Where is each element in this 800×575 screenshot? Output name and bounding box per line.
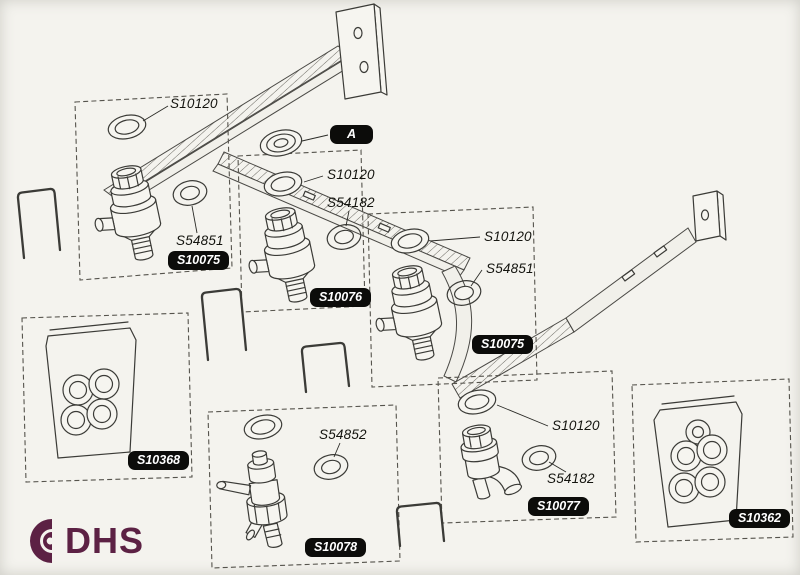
label-valve1-washer: S54851	[176, 233, 224, 248]
kit-box-valve5	[437, 370, 617, 524]
label-valve3-ring: S10120	[484, 229, 532, 244]
mounting-rail-right	[441, 227, 697, 399]
part-badge-valve2: S10076	[310, 288, 372, 308]
part-badge-valve4: S10078	[305, 538, 367, 558]
kit-box-bag-right	[631, 378, 794, 543]
kit-box-valve1	[74, 93, 233, 281]
label-valve3-washer: S54851	[486, 261, 534, 276]
part-badge-valve5: S10077	[528, 497, 590, 517]
label-valve2-washer: S54182	[327, 195, 375, 210]
label-valve2-ring: S10120	[327, 167, 375, 182]
part-badge-valve3: S10075	[472, 335, 534, 355]
washer-bag-left	[45, 321, 137, 459]
kit-box-bag-left	[21, 312, 193, 483]
dhs-logo-mark	[30, 519, 52, 563]
washer-bag-right	[653, 395, 743, 528]
leader-lines	[142, 105, 567, 473]
valve2-body	[238, 203, 322, 311]
washer-valve5	[519, 441, 559, 475]
retaining-clip-4	[395, 501, 446, 548]
kit-box-valve3	[367, 206, 538, 388]
kit-box-valve4	[207, 404, 401, 569]
label-valve4-washer: S54852	[319, 427, 367, 442]
valve4-body	[212, 447, 292, 555]
retaining-clip-3	[300, 341, 351, 394]
marker-badge-a: A	[330, 125, 374, 145]
dhs-logo: DHS	[14, 516, 144, 566]
valve5-body	[457, 418, 525, 504]
oring-valve4	[241, 410, 285, 444]
part-badge-bag-right: S10362	[729, 509, 791, 529]
retaining-clip-1	[16, 187, 62, 260]
dhs-logo-text: DHS	[65, 520, 145, 561]
label-valve5-washer: S54182	[547, 471, 595, 486]
label-valve5-ring: S10120	[552, 418, 600, 433]
part-badge-valve1: S10075	[168, 251, 230, 271]
part-badge-bag-left: S10368	[128, 451, 190, 471]
oring-valve1	[105, 110, 149, 144]
mounting-plate-top	[335, 3, 388, 100]
washer-valve1	[170, 176, 210, 210]
valve3-body	[365, 261, 449, 369]
label-valve1-ring: S10120	[170, 96, 218, 111]
washer-valve4	[311, 450, 351, 484]
retaining-clip-2	[200, 287, 248, 362]
mounting-plate-right	[692, 190, 727, 242]
